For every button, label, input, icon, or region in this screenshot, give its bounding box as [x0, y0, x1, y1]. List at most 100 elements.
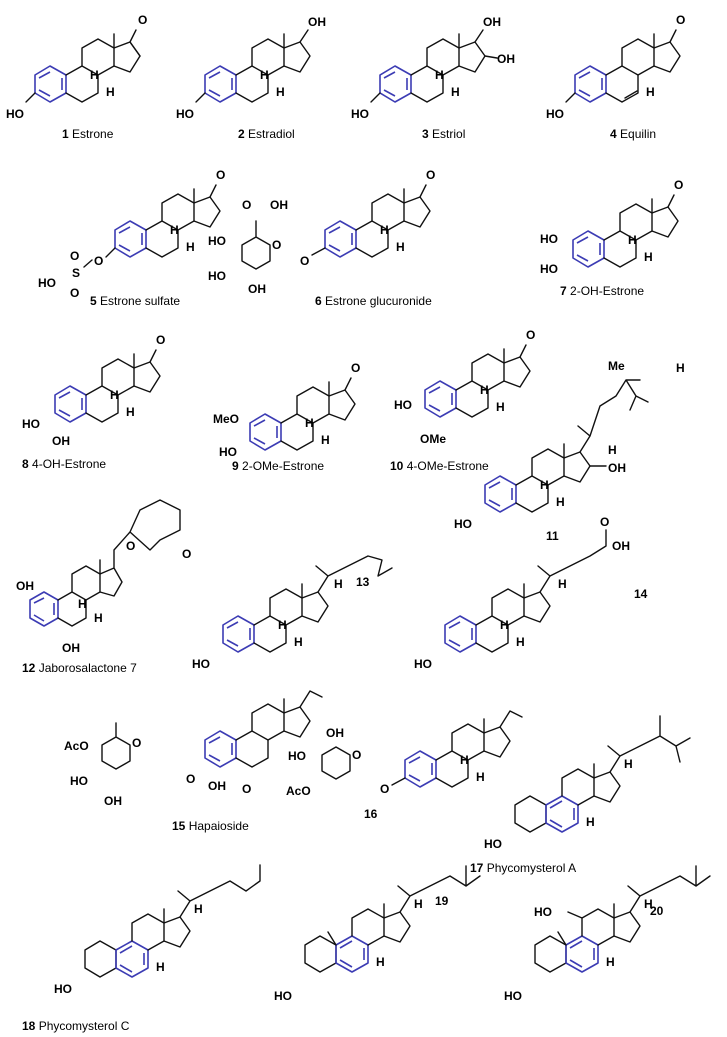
- atom-label-h: H: [540, 478, 549, 492]
- atom-label-ho: HO: [6, 107, 24, 121]
- atom-label-h: H: [624, 757, 633, 771]
- atom-label-ho: HO: [38, 276, 56, 290]
- atom-label-h: H: [414, 897, 423, 911]
- atom-label-h: H: [334, 577, 343, 591]
- atom-label-ho: HO: [504, 989, 522, 1003]
- atom-label-h: H: [126, 405, 135, 419]
- atom-label-h: H: [435, 68, 444, 82]
- atom-label-h: H: [628, 233, 637, 247]
- compound-1: O HO H H: [6, 13, 147, 121]
- compound-7: O HO HO H H: [540, 178, 683, 276]
- compound-8: O HO OH H H: [22, 333, 165, 448]
- compound-10: O HO OMe H H: [394, 328, 535, 446]
- atom-label-oh: OH: [104, 794, 122, 808]
- atom-label-ho: HO: [394, 398, 412, 412]
- atom-label-o: O: [351, 361, 360, 375]
- atom-label-o: O: [352, 748, 361, 762]
- atom-label-h: H: [558, 577, 567, 591]
- atom-label-ho: HO: [208, 234, 226, 248]
- caption-6: 6 Estrone glucuronide: [315, 294, 432, 308]
- atom-label-o: O: [138, 13, 147, 27]
- atom-label-oh: OH: [483, 15, 501, 29]
- atom-label-h: H: [476, 770, 485, 784]
- caption-5: 5 Estrone sulfate: [90, 294, 180, 308]
- atom-label-o: O: [186, 772, 195, 786]
- caption-15: 15 Hapaioside: [172, 819, 249, 833]
- atom-label-ho: HO: [274, 989, 292, 1003]
- atom-label-h: H: [94, 611, 103, 625]
- atom-label-ho: HO: [414, 657, 432, 671]
- atom-label-aco: AcO: [286, 784, 311, 798]
- atom-label-o: O: [526, 328, 535, 342]
- atom-label-o: O: [600, 515, 609, 529]
- atom-label-h: H: [260, 68, 269, 82]
- atom-label-o: O: [242, 782, 251, 796]
- caption-17: 17 Phycomysterol A: [470, 861, 576, 875]
- atom-label-h: H: [606, 955, 615, 969]
- atom-label-o: O: [676, 13, 685, 27]
- compound-19: H HO H: [274, 865, 481, 1003]
- compound-9: O MeO HO H H: [213, 361, 360, 459]
- caption-8: 8 4-OH-Estrone: [22, 457, 106, 471]
- atom-label-ho: HO: [540, 232, 558, 246]
- compound-14: O OH H HO H H: [414, 515, 630, 671]
- caption-18: 18 Phycomysterol C: [22, 1019, 130, 1033]
- atom-label-oh: OH: [52, 434, 70, 448]
- compound-4: O HO H: [546, 13, 685, 121]
- caption-9: 9 2-OMe-Estrone: [232, 459, 324, 473]
- caption-3: 3 Estriol: [422, 127, 465, 141]
- atom-label-ho: HO: [484, 837, 502, 851]
- atom-label-h: H: [646, 85, 655, 99]
- atom-label-oh: OH: [326, 726, 344, 740]
- atom-label-ho: HO: [192, 657, 210, 671]
- caption-2: 2 Estradiol: [238, 127, 295, 141]
- caption-20: 20: [650, 904, 664, 918]
- caption-13: 13: [356, 575, 370, 589]
- compound-11: Me H H OH HO H H: [454, 359, 685, 531]
- atom-label-h: H: [676, 361, 685, 375]
- atom-label-oh: OH: [497, 52, 515, 66]
- atom-label-h: H: [321, 433, 330, 447]
- atom-label-o: O: [132, 736, 141, 750]
- caption-19: 19: [435, 894, 449, 908]
- atom-label-h: H: [106, 85, 115, 99]
- atom-label-me: Me: [608, 359, 625, 373]
- atom-label-h: H: [644, 897, 653, 911]
- atom-label-aco: AcO: [64, 739, 89, 753]
- atom-label-ho: HO: [534, 905, 552, 919]
- compound-6: O O O O OH HO HO OH H H: [208, 168, 435, 296]
- compound-2: OH HO H H: [176, 15, 326, 121]
- atom-label-o: O: [182, 547, 191, 561]
- atom-label-h: H: [496, 400, 505, 414]
- atom-label-h: H: [380, 223, 389, 237]
- compound-18: H HO H: [54, 864, 261, 996]
- atom-label-ho: HO: [208, 269, 226, 283]
- atom-label-ome: OMe: [420, 432, 446, 446]
- caption-14: 14: [634, 587, 648, 601]
- compound-15: O OH O O AcO HO OH: [64, 690, 323, 808]
- caption-16: 16: [364, 807, 378, 821]
- atom-label-o: O: [300, 254, 309, 268]
- atom-label-h: H: [170, 223, 179, 237]
- atom-label-oh: OH: [608, 461, 626, 475]
- atom-label-oh: OH: [62, 641, 80, 655]
- caption-10: 10 4-OMe-Estrone: [390, 459, 489, 473]
- atom-label-o: O: [216, 168, 225, 182]
- atom-label-o: O: [242, 198, 251, 212]
- atom-label-h: H: [278, 618, 287, 632]
- atom-label-o: O: [426, 168, 435, 182]
- atom-label-h: H: [608, 443, 617, 457]
- atom-label-h: H: [516, 635, 525, 649]
- atom-label-h: H: [500, 618, 509, 632]
- atom-label-ho: HO: [288, 749, 306, 763]
- atom-label-ho: HO: [454, 517, 472, 531]
- compound-13: H HO H H: [192, 555, 393, 671]
- atom-label-h: H: [556, 495, 565, 509]
- atom-label-ho: HO: [351, 107, 369, 121]
- atom-label-o: O: [380, 782, 389, 796]
- compound-12: O O OH OH H H: [16, 499, 191, 655]
- atom-label-o: O: [126, 539, 135, 553]
- atom-label-oh: OH: [16, 579, 34, 593]
- atom-label-h: H: [305, 416, 314, 430]
